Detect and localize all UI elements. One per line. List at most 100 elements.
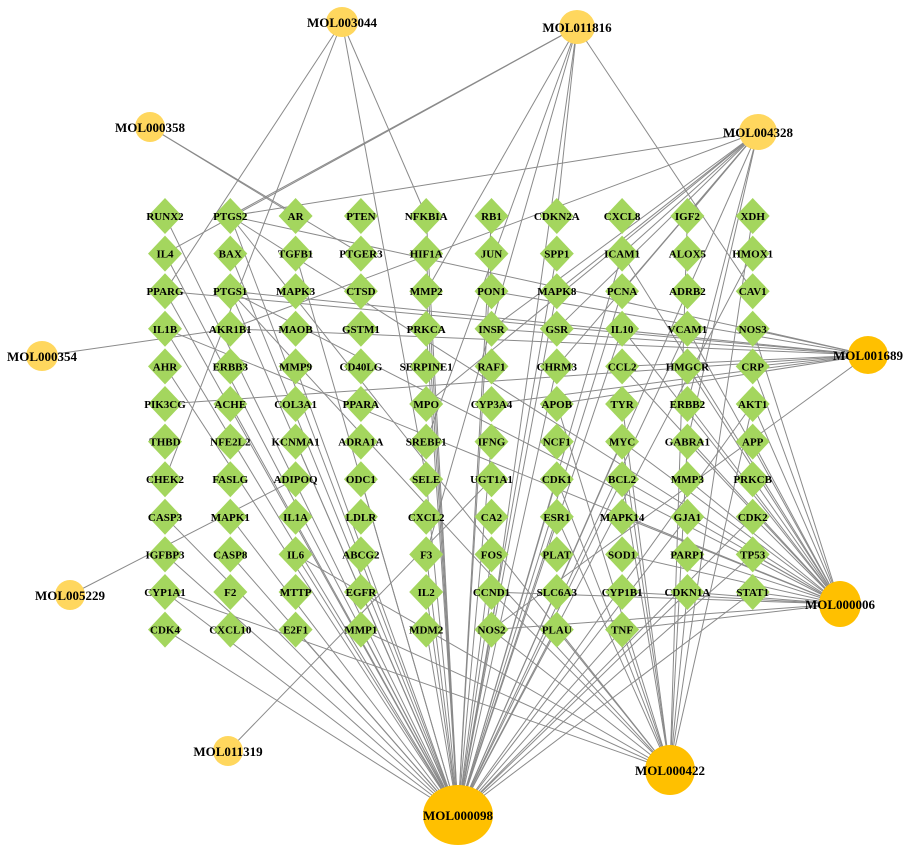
target-node-col3a1[interactable]: COL3A1 [274,386,317,422]
target-node-ifng[interactable]: IFNG [474,423,509,460]
target-node-mapk8[interactable]: MAPK8 [537,273,577,310]
target-node-cxcl2[interactable]: CXCL2 [408,498,445,535]
target-node-tyr[interactable]: TYR [605,386,640,422]
target-node-mmp1[interactable]: MMP1 [343,611,378,648]
target-node-adrb2[interactable]: ADRB2 [669,273,706,310]
target-node-cdk1[interactable]: CDK1 [539,461,574,498]
compound-node-mol001689[interactable]: MOL001689 [833,336,904,374]
target-node-egfr[interactable]: EGFR [343,574,378,610]
compound-node-mol004328[interactable]: MOL004328 [723,114,794,150]
target-node-mdm2[interactable]: MDM2 [409,611,444,648]
target-node-sele[interactable]: SELE [409,461,444,498]
target-node-spp1[interactable]: SPP1 [539,235,574,272]
target-node-alox5[interactable]: ALOX5 [669,235,707,272]
target-node-mpo[interactable]: MPO [409,386,444,422]
target-node-cyp1a1[interactable]: CYP1A1 [144,574,186,610]
target-node-gabra1[interactable]: GABRA1 [665,423,710,460]
target-node-erbb2[interactable]: ERBB2 [670,386,706,422]
target-node-casp8[interactable]: CASP8 [213,536,248,573]
compound-node-mol000354[interactable]: MOL000354 [7,341,78,371]
target-node-slc6a3[interactable]: SLC6A3 [537,574,578,610]
target-node-mttp[interactable]: MTTP [278,574,313,610]
target-node-jun[interactable]: JUN [474,235,509,272]
target-node-stat1[interactable]: STAT1 [735,574,770,610]
target-node-ctsd[interactable]: CTSD [343,273,378,310]
target-node-ca2[interactable]: CA2 [474,498,509,535]
target-node-akr1b1[interactable]: AKR1B1 [209,310,252,347]
target-node-hmgcr[interactable]: HMGCR [666,348,710,385]
target-node-plat[interactable]: PLAT [539,536,574,573]
target-node-ugt1a1[interactable]: UGT1A1 [470,461,513,498]
target-node-prkca[interactable]: PRKCA [407,310,446,347]
compound-node-mol000098[interactable]: MOL000098 [423,785,494,845]
target-node-vcam1[interactable]: VCAM1 [668,310,708,347]
target-node-apob[interactable]: APOB [539,386,574,422]
target-node-serpine1[interactable]: SERPINE1 [400,348,453,385]
target-node-xdh[interactable]: XDH [735,198,770,234]
target-node-thbd[interactable]: THBD [148,423,182,460]
target-node-tnf[interactable]: TNF [605,611,640,648]
target-node-akt1[interactable]: AKT1 [735,386,770,422]
target-node-plau[interactable]: PLAU [539,611,574,648]
target-node-ptgs2[interactable]: PTGS2 [213,198,248,234]
target-node-gja1[interactable]: GJA1 [670,498,705,535]
compound-node-mol003044[interactable]: MOL003044 [307,7,378,37]
target-node-raf1[interactable]: RAF1 [474,348,509,385]
target-node-abcg2[interactable]: ABCG2 [342,536,380,573]
target-node-cdkn2a[interactable]: CDKN2A [534,198,580,234]
target-node-bax[interactable]: BAX [213,235,248,272]
target-node-il4[interactable]: IL4 [148,235,182,272]
target-node-parp1[interactable]: PARP1 [670,536,704,573]
target-node-pten[interactable]: PTEN [343,198,378,234]
target-node-ppara[interactable]: PPARA [343,386,380,422]
target-node-il6[interactable]: IL6 [278,536,313,573]
target-node-adipoq[interactable]: ADIPOQ [274,461,318,498]
target-node-srebf1[interactable]: SREBF1 [406,423,447,460]
compound-node-mol011816[interactable]: MOL011816 [542,10,612,44]
target-node-insr[interactable]: INSR [474,310,509,347]
target-node-cyp3a4[interactable]: CYP3A4 [471,386,513,422]
target-node-igfbp3[interactable]: IGFBP3 [145,536,185,573]
target-node-ahr[interactable]: AHR [148,348,182,385]
target-node-kcnma1[interactable]: KCNMA1 [271,423,320,460]
target-node-erbb3[interactable]: ERBB3 [213,348,249,385]
target-node-ptger3[interactable]: PTGER3 [339,235,383,272]
target-node-cdk4[interactable]: CDK4 [148,611,182,648]
target-node-cyp1b1[interactable]: CYP1B1 [602,574,643,610]
compound-node-mol011319[interactable]: MOL011319 [193,736,263,766]
target-node-cd40lg[interactable]: CD40LG [340,348,383,385]
target-node-mapk14[interactable]: MAPK14 [600,498,645,535]
target-node-ccnd1[interactable]: CCND1 [473,574,510,610]
target-node-igf2[interactable]: IGF2 [670,198,705,234]
target-node-mapk1[interactable]: MAPK1 [211,498,250,535]
target-node-ar[interactable]: AR [278,198,313,234]
target-node-nos3[interactable]: NOS3 [735,310,770,347]
target-node-pcna[interactable]: PCNA [605,273,640,310]
target-node-mapk3[interactable]: MAPK3 [276,273,316,310]
target-node-maob[interactable]: MAOB [278,310,313,347]
target-node-chrm3[interactable]: CHRM3 [537,348,578,385]
target-node-pparg[interactable]: PPARG [146,273,184,310]
target-node-gsr[interactable]: GSR [539,310,574,347]
target-node-mmp9[interactable]: MMP9 [278,348,313,385]
target-node-app[interactable]: APP [735,423,770,460]
target-node-bcl2[interactable]: BCL2 [605,461,640,498]
target-node-icam1[interactable]: ICAM1 [604,235,640,272]
target-node-odc1[interactable]: ODC1 [343,461,378,498]
target-node-f3[interactable]: F3 [409,536,444,573]
target-node-tp53[interactable]: TP53 [735,536,770,573]
target-node-nfkbia[interactable]: NFKBIA [405,198,448,234]
compound-node-mol000006[interactable]: MOL000006 [805,581,876,627]
target-node-gstm1[interactable]: GSTM1 [342,310,380,347]
target-node-il10[interactable]: IL10 [605,310,640,347]
target-node-runx2[interactable]: RUNX2 [146,198,184,234]
target-node-ache[interactable]: ACHE [213,386,248,422]
target-node-rb1[interactable]: RB1 [474,198,509,234]
target-node-f2[interactable]: F2 [213,574,248,610]
target-node-cxcl10[interactable]: CXCL10 [209,611,252,648]
compound-node-mol005229[interactable]: MOL005229 [35,580,106,610]
target-node-cdkn1a[interactable]: CDKN1A [664,574,710,610]
compound-node-mol000358[interactable]: MOL000358 [115,112,186,142]
compound-node-mol000422[interactable]: MOL000422 [635,745,705,795]
target-node-nfe2l2[interactable]: NFE2L2 [210,423,251,460]
